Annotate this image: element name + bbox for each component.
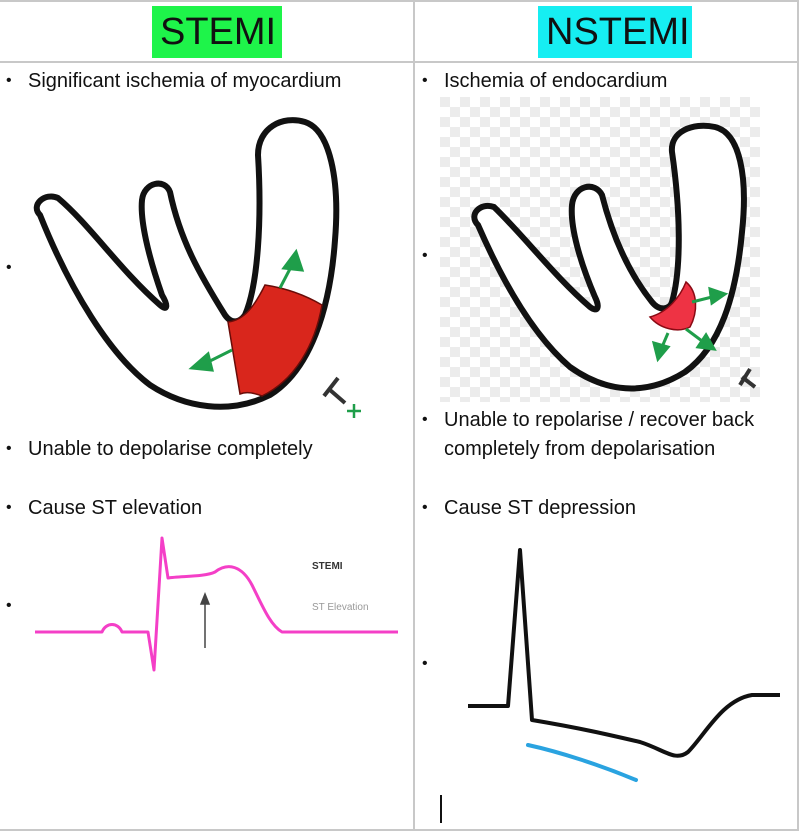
elevation-arrow-icon [199,591,211,648]
bullet-dot: • [6,72,12,89]
bullet-dot: • [6,259,12,276]
nstemi-bullet-st-depression-text: Cause ST depression [444,497,636,519]
arrow-left-icon [188,348,233,372]
nstemi-bullet-ischemia-text: Ischemia of endocardium [444,70,668,92]
column-divider [413,0,415,831]
nstemi-ecg-diagram [468,548,780,782]
ecg-label-stemi: STEMI [312,561,343,572]
ischemia-region [227,284,323,397]
arrow-down-right-icon [685,327,717,351]
stemi-header: STEMI [152,6,282,58]
st-segment-highlight [526,743,638,782]
ecg-st-depression-trace [468,548,780,758]
stemi-ventricle-diagram [33,117,361,418]
bullet-dot: • [6,440,12,457]
positive-sign-icon [347,404,361,418]
ecg-st-elevation-trace [35,536,398,672]
stemi-bullet-ischemia-text: Significant ischemia of myocardium [28,70,342,92]
arrow-right-icon [691,286,729,306]
arrow-up-icon [278,248,305,289]
nstemi-bullet-repolarise-line2: completely from depolarisation [444,438,716,460]
bullet-dot: • [422,499,428,516]
bullet-dot: • [422,72,428,89]
text-cursor [440,795,442,823]
electrode-icon [738,367,757,389]
bullet-dot: • [6,597,12,614]
nstemi-header: NSTEMI [538,6,692,58]
stemi-bullet-depolarise-text: Unable to depolarise completely [28,438,313,460]
nstemi-ventricle-diagram [440,97,760,402]
electrode-icon [322,376,347,405]
header-divider [0,61,799,63]
bullet-dot: • [422,247,428,264]
ecg-label-st-elevation: ST Elevation [312,602,369,613]
stemi-bullet-st-elevation-text: Cause ST elevation [28,497,203,519]
nstemi-bullet-repolarise-line1: Unable to repolarise / recover back [444,409,755,431]
bullet-dot: • [422,655,428,672]
stemi-ecg-diagram: STEMI ST Elevation [35,536,398,672]
bullet-dot: • [6,499,12,516]
bullet-dot: • [422,411,428,428]
arrow-down-left-icon [651,332,671,363]
